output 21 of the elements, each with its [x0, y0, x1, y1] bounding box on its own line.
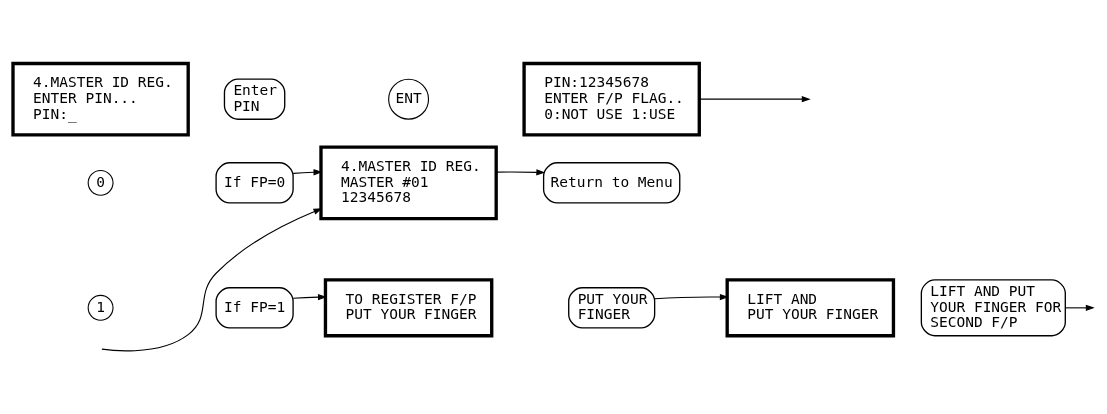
- node-box: 4.MASTER ID REG. ENTER PIN... PIN:_: [11, 61, 190, 137]
- node-circle: 1: [87, 294, 114, 321]
- node-circle: ENT: [388, 78, 430, 120]
- arrow: [698, 95, 811, 102]
- node-box: 4.MASTER ID REG. MASTER #01 12345678: [319, 145, 498, 220]
- node-circle: 0: [87, 169, 114, 196]
- arrow: [1065, 304, 1095, 311]
- arrow: [495, 168, 546, 175]
- arrow: [654, 293, 729, 300]
- arrow: [292, 293, 327, 300]
- node-box: If FP=1: [215, 286, 294, 329]
- node-box: Return to Menu: [542, 161, 681, 204]
- node-box: PIN:12345678 ENTER F/P FLAG.. 0:NOT USE 1:USE: [522, 61, 701, 137]
- arrow: [292, 168, 323, 175]
- node-box: If FP=0: [215, 161, 294, 204]
- arrow: [101, 207, 323, 351]
- node-box: PUT YOUR FINGER: [568, 286, 656, 329]
- node-box: TO REGISTER F/P PUT YOUR FINGER: [323, 277, 494, 337]
- node-box: LIFT AND PUT YOUR FINGER FOR SECOND F/P: [920, 278, 1066, 336]
- node-box: Enter PIN: [223, 77, 286, 120]
- node-box: LIFT AND PUT YOUR FINGER: [725, 277, 896, 337]
